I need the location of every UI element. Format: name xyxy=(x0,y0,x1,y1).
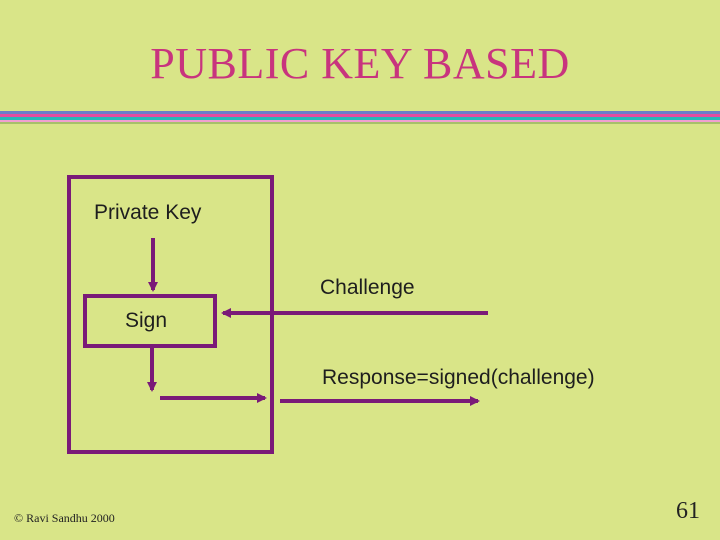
copyright-footer: © Ravi Sandhu 2000 xyxy=(14,511,115,525)
divider-line-shadow xyxy=(0,122,720,124)
page-number: 61 xyxy=(676,498,700,524)
response-label: Response=signed(challenge) xyxy=(322,366,595,389)
divider-line-teal xyxy=(0,117,720,120)
challenge-label: Challenge xyxy=(320,276,415,299)
divider-line-pink xyxy=(0,114,720,117)
private-key-label: Private Key xyxy=(94,201,202,224)
divider-line-lightpink xyxy=(0,120,720,122)
title-divider xyxy=(0,111,720,124)
challenge-crossing-tick xyxy=(270,308,274,318)
sign-label: Sign xyxy=(125,309,168,332)
divider-line-blue xyxy=(0,111,720,114)
slide-title: PUBLIC KEY BASED xyxy=(150,39,570,88)
